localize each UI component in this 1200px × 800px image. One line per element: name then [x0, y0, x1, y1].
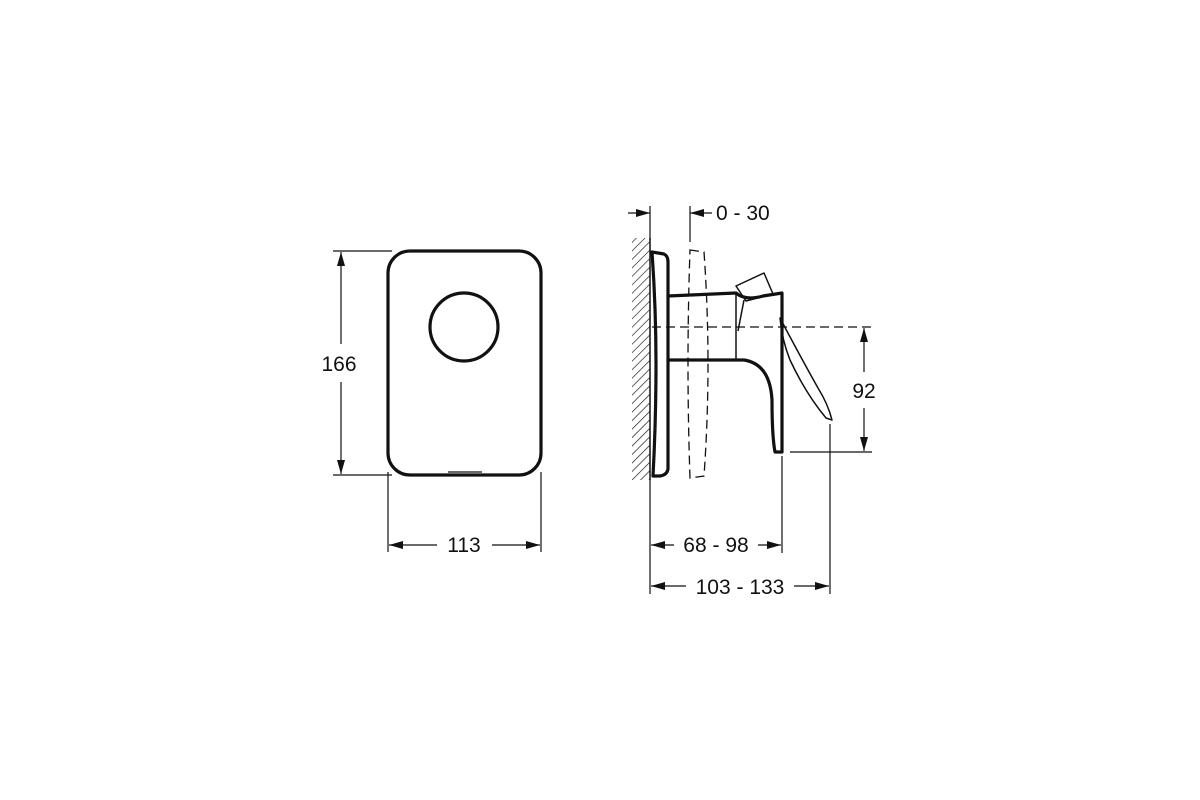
lever-alt-edge: [737, 299, 745, 332]
arrowhead-body-right: [767, 541, 781, 549]
arrowhead-total-right: [815, 582, 829, 590]
dimension-offset: 0 - 30: [628, 202, 770, 242]
arrowhead-offset-left: [636, 209, 650, 217]
front-width-label: 113: [447, 534, 480, 557]
arrowhead-total-left: [651, 582, 665, 590]
dimension-front-width: 113: [387, 472, 542, 557]
cover-plate-outline: [386, 249, 543, 477]
side-view: [632, 238, 872, 480]
arrowhead-lever-up: [860, 328, 868, 342]
body-depth-label: 68 - 98: [683, 534, 748, 557]
arrowhead-lever-down: [860, 437, 868, 451]
dimension-lever-height: 92: [790, 328, 876, 453]
arrowhead-offset-right: [690, 209, 704, 217]
control-knob-outline: [428, 291, 500, 363]
offset-range-label: 0 - 30: [716, 202, 770, 225]
arrowhead-left: [389, 541, 403, 549]
arrowhead-body-left: [651, 541, 665, 549]
arrowhead-up: [337, 252, 345, 266]
cover-plate-profile: [650, 250, 670, 478]
dimension-total-depth: 103 - 133: [651, 424, 831, 599]
alternate-plate-position: [687, 249, 709, 479]
arrowhead-right: [526, 541, 540, 549]
arrowhead-down: [337, 460, 345, 474]
lever-height-label: 92: [852, 380, 875, 403]
dimension-front-height: 166: [321, 250, 392, 476]
front-height-label: 166: [321, 353, 356, 376]
lever-handle: [779, 317, 833, 421]
dimension-body-depth: 68 - 98: [649, 456, 783, 594]
wall-hatching: [632, 238, 650, 480]
total-depth-label: 103 - 133: [696, 576, 785, 599]
mixer-body-profile: [666, 291, 784, 454]
front-view: [386, 249, 543, 477]
lever-alternate-position: [735, 272, 774, 302]
